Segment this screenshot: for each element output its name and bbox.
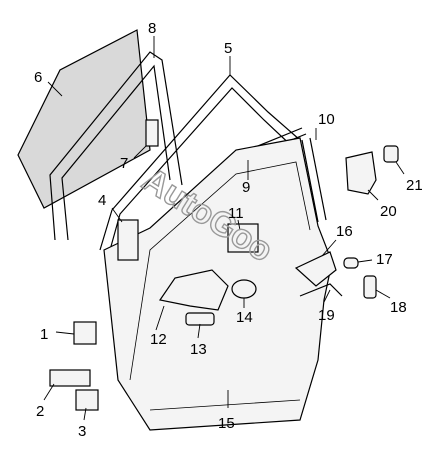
callout-1: 1 — [40, 326, 48, 343]
inner-handle — [158, 269, 229, 311]
callout-16: 16 — [336, 223, 353, 240]
leader-20 — [367, 189, 379, 201]
lower-hinge-3 — [75, 389, 99, 411]
callout-18: 18 — [390, 299, 407, 316]
callout-4: 4 — [98, 192, 106, 209]
leader-17 — [357, 259, 373, 263]
callout-5: 5 — [224, 40, 232, 57]
leader-4 — [111, 207, 123, 223]
key — [363, 275, 377, 299]
handle-bezel — [185, 312, 215, 326]
callout-6: 6 — [34, 69, 42, 86]
callout-17: 17 — [376, 251, 393, 268]
striker-bolt — [383, 145, 399, 163]
callout-19: 19 — [318, 307, 335, 324]
callout-8: 8 — [148, 20, 156, 37]
callout-21: 21 — [406, 177, 423, 194]
leader-21 — [395, 161, 405, 175]
leader-2 — [43, 383, 55, 401]
leader-19 — [323, 289, 331, 303]
callout-20: 20 — [380, 203, 397, 220]
regulator-motor — [227, 223, 259, 253]
callout-13: 13 — [190, 341, 207, 358]
callout-3: 3 — [78, 423, 86, 440]
leader-16 — [321, 239, 337, 257]
callout-11: 11 — [228, 205, 244, 222]
door-glass — [17, 29, 151, 209]
callout-14: 14 — [236, 309, 253, 326]
speaker-cover — [231, 279, 257, 299]
lower-hinge-2 — [49, 369, 91, 387]
hinge-bracket — [117, 219, 139, 261]
door-latch — [294, 251, 337, 287]
callout-10: 10 — [318, 111, 335, 128]
latch-rod — [299, 283, 343, 297]
bracket-7 — [145, 119, 159, 147]
leader-7 — [133, 145, 147, 159]
lower-hinge-1 — [73, 321, 97, 345]
leader-1 — [55, 331, 75, 335]
leader-13 — [197, 323, 201, 339]
vertical-seal-strip — [301, 137, 327, 223]
callout-12: 12 — [150, 331, 167, 348]
leader-12 — [155, 305, 165, 331]
callout-15: 15 — [218, 415, 235, 432]
callout-7: 7 — [120, 155, 128, 172]
callout-2: 2 — [36, 403, 44, 420]
door-inner-line — [129, 161, 311, 411]
leader-6 — [47, 81, 63, 97]
striker-plate — [345, 151, 377, 195]
lock-cylinder — [343, 257, 359, 269]
leader-11 — [237, 219, 241, 231]
leader-3 — [83, 407, 87, 421]
leader-18 — [375, 289, 391, 299]
glass-run-channel — [49, 51, 183, 241]
callout-9: 9 — [242, 179, 250, 196]
